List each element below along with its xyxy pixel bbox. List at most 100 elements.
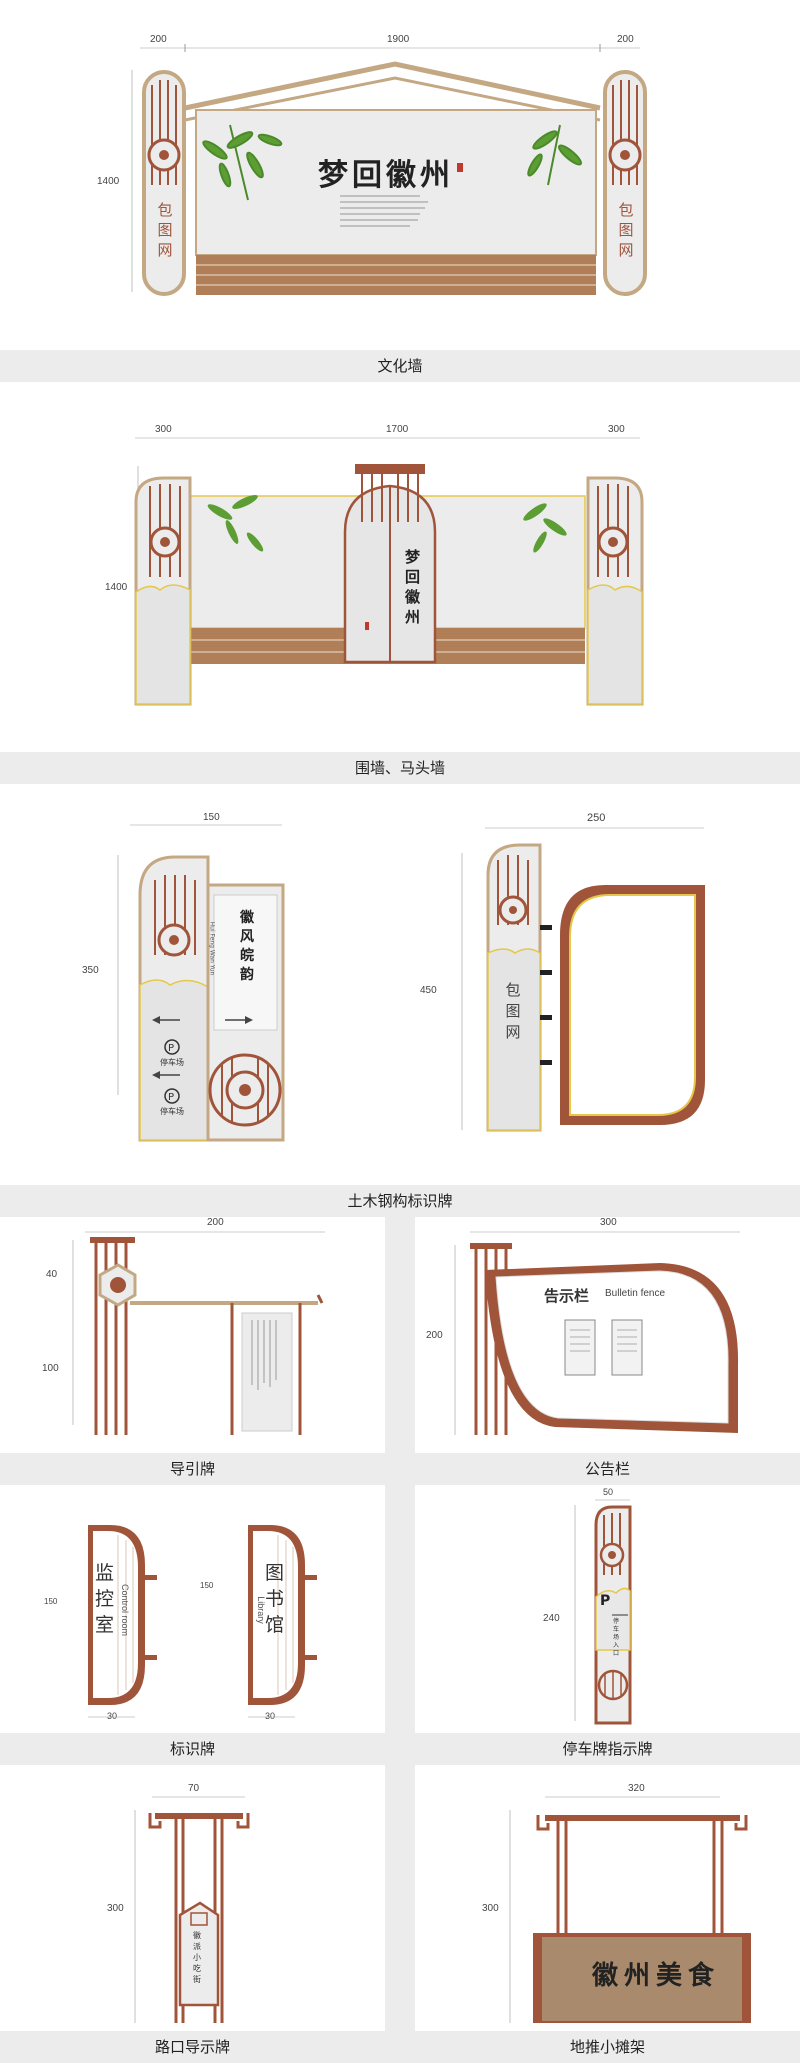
char: 网 (505, 1023, 521, 1041)
dim-left-width: 200 (150, 34, 167, 45)
char: 梦 (405, 548, 421, 566)
char: 书 (265, 1588, 285, 1610)
sign-library (248, 1525, 317, 1718)
dim-guide-width: 200 (207, 1217, 224, 1228)
panel-a-text: 徽 风 皖 韵 (240, 909, 258, 985)
bamboo-right-icon (527, 124, 583, 186)
dim-sign2-width: 30 (265, 1711, 276, 1721)
control-room-text: 监 控 室 (95, 1560, 117, 1638)
control-room-en: Control room (120, 1583, 130, 1637)
section-row-6: 70 300 320 300 徽派小吃街 (0, 1765, 800, 2063)
parking-sign (594, 1505, 632, 1725)
parking-icon: P (164, 1088, 180, 1104)
dim-right-width: 300 (608, 424, 625, 435)
steel-signs-drawing: P P (117, 824, 705, 1142)
row6-drawing (134, 1796, 751, 2023)
column-divider (385, 1765, 415, 2063)
dim-bulletin-height: 200 (426, 1330, 443, 1341)
dim-height: 1400 (105, 582, 128, 593)
parking-label: 停车场 (160, 1058, 184, 1067)
library-text: 图 书 馆 (265, 1560, 287, 1638)
caption-road-sign: 路口导示牌 (0, 2031, 385, 2063)
char: 徽 (405, 588, 421, 606)
sign-a: P P (138, 855, 285, 1142)
char: 图 (265, 1562, 285, 1584)
arrow-right-icon (225, 1016, 253, 1024)
dim-sign1-width: 30 (107, 1711, 118, 1721)
culture-wall-drawing (131, 44, 647, 296)
dim-sign2-height: 150 (200, 1581, 214, 1590)
char: 回 (405, 568, 421, 586)
sign-b (486, 843, 705, 1132)
boundary-wall-drawing (134, 437, 644, 706)
dim-parking-width: 50 (603, 1487, 614, 1497)
dim-right-width: 200 (617, 34, 634, 45)
parking-p: P (600, 1593, 611, 1609)
row4-drawing (72, 1231, 740, 1435)
caption-guide-sign: 导引牌 (0, 1453, 385, 1485)
caption-steel-signs: 土木钢构标识牌 (0, 1185, 800, 1217)
char: 图 (157, 221, 173, 239)
parking-icon: P (164, 1039, 180, 1055)
stall-banner: 徽州美食 (592, 1961, 721, 1991)
dim-bulletin-width: 300 (600, 1217, 617, 1228)
char: 包 (157, 201, 173, 219)
guide-sign (90, 1237, 324, 1435)
bulletin-board (470, 1243, 739, 1435)
right-post (603, 70, 647, 296)
gate-text: 梦 回 徽 州 (405, 547, 423, 627)
parking-entrance-text: 停车场入口 (613, 1618, 620, 1657)
brick-base (196, 255, 596, 295)
left-post (134, 476, 192, 706)
dim-parking-height: 240 (543, 1613, 560, 1624)
caption-boundary-wall: 围墙、马头墙 (0, 752, 800, 784)
arrow-left-icon (152, 1071, 180, 1079)
char: 韵 (240, 967, 254, 983)
dim-a-width: 150 (203, 812, 220, 823)
char: 图 (505, 1002, 521, 1020)
caption-bulletin: 公告栏 (415, 1453, 800, 1485)
library-en: Library (256, 1596, 266, 1624)
section-row-4: 200 40 100 300 200 (0, 1215, 800, 1485)
char: 室 (95, 1614, 115, 1636)
caption-parking-sign: 停车牌指示牌 (415, 1733, 800, 1765)
caption-signs: 标识牌 (0, 1733, 385, 1765)
svg-text:P: P (168, 1043, 174, 1054)
bamboo-right-icon (523, 503, 567, 553)
sign-control-room (88, 1525, 157, 1718)
dim-height: 1400 (97, 176, 120, 187)
bamboo-left-icon (202, 124, 283, 201)
dim-b-height: 450 (420, 985, 437, 996)
left-post (142, 70, 186, 296)
caption-culture-wall: 文化墙 (0, 350, 800, 382)
dim-stall-height: 300 (482, 1903, 499, 1914)
char: 馆 (265, 1614, 285, 1636)
central-gate (343, 464, 437, 664)
dim-road-height: 300 (107, 1903, 124, 1914)
dim-left-width: 300 (155, 424, 172, 435)
road-sign (148, 1813, 250, 2023)
char: 图 (618, 221, 634, 239)
dim-sign1-height: 150 (44, 1597, 58, 1606)
svg-text:P: P (168, 1092, 174, 1103)
dim-road-width: 70 (188, 1783, 200, 1794)
char: 监 (95, 1562, 115, 1584)
dim-stall-width: 320 (628, 1783, 645, 1794)
bamboo-left-icon (207, 495, 264, 552)
column-divider (385, 1215, 415, 1485)
arrow-left-icon (152, 1016, 180, 1024)
column-divider (385, 1485, 415, 1765)
right-post-text: 包 图 网 (618, 200, 634, 260)
char: 包 (618, 201, 634, 219)
caption-street-stall: 地推小摊架 (415, 2031, 800, 2063)
char: 徽 (240, 910, 254, 926)
panel-a-subtitle: Hui Feng Wan Yun (208, 921, 216, 976)
dim-guide-h1: 40 (46, 1269, 58, 1280)
right-post (586, 476, 644, 706)
char: 州 (405, 608, 421, 626)
dim-guide-h2: 100 (42, 1363, 59, 1374)
bulletin-title: 告示栏 (544, 1287, 590, 1305)
street-stall (533, 1815, 751, 2023)
wall-title: 梦回徽州 (318, 158, 454, 193)
char: 网 (157, 241, 173, 259)
